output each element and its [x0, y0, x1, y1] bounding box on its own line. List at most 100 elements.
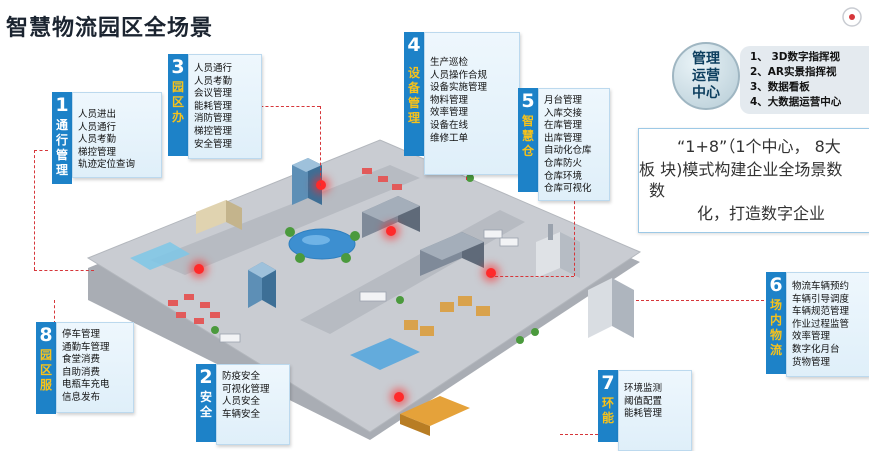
- module-3-tab: 3 园区办: [168, 54, 188, 156]
- module-2-panel: 防疫安全 可视化管理 人员安全 车辆安全: [216, 364, 290, 445]
- module-item: 梯控管理: [194, 125, 233, 137]
- building-warehouse-a: [362, 196, 420, 238]
- hotspot-2[interactable]: [386, 226, 396, 236]
- connector-1b: [34, 150, 35, 270]
- connector-5b: [490, 276, 574, 277]
- hotspot-3[interactable]: [486, 268, 496, 278]
- module-6-tab: 6 场内物流: [766, 272, 786, 374]
- connector-3b: [320, 106, 321, 186]
- module-item: 作业过程监管: [792, 318, 850, 330]
- module-item: 人员进出: [78, 109, 117, 120]
- module-item: 阈值配置: [624, 395, 663, 407]
- module-item: 效率管理: [792, 331, 831, 343]
- vehicles: [219, 229, 519, 343]
- module-4[interactable]: 4 设备管理 生产巡检 人员操作合规 设备实施管理 物料管理 效率管理 设备在线…: [404, 32, 520, 175]
- module-number: 2: [199, 366, 213, 388]
- pond-highlight: [302, 235, 330, 245]
- building-gate: [196, 200, 242, 234]
- module-number: 3: [171, 56, 185, 78]
- module-label: 园区办: [171, 80, 184, 124]
- concept-line: 数: [649, 181, 666, 200]
- module-item: 防疫安全: [222, 371, 261, 382]
- module-4-tab: 4 设备管理: [404, 32, 424, 156]
- concept-line: 板 块)模式构建企业全场景数: [639, 160, 843, 179]
- management-center-line: 运营: [692, 67, 720, 84]
- module-item: 入库交接: [544, 107, 583, 119]
- module-2[interactable]: 2 安全 防疫安全 可视化管理 人员安全 车辆安全: [196, 364, 290, 445]
- module-item: 车辆安全: [222, 408, 261, 420]
- module-item: 车辆规范管理: [792, 306, 850, 318]
- module-item: 能耗管理: [624, 408, 663, 420]
- module-6[interactable]: 6 场内物流 物流车辆预约 车辆引导调度 车辆规范管理 作业过程监管 效率管理 …: [766, 272, 869, 377]
- module-3-panel: 人员通行 人员考勤 会议管理 能耗管理 消防管理 梯控管理 安全管理: [188, 54, 262, 159]
- module-item: 通勤车管理: [62, 341, 110, 353]
- module-7-tab: 7 环能: [598, 370, 618, 442]
- module-item: 人员考勤: [78, 134, 117, 146]
- module-item: 环境监测: [624, 383, 663, 394]
- concept-text-box: “1+8”（1个中心， 8大 板 块)模式构建企业全场景数 数 化，打造数字企业: [638, 128, 869, 233]
- warehouse-orange-side: [400, 414, 430, 436]
- road-main: [150, 165, 420, 275]
- module-item: 在库管理: [544, 120, 583, 132]
- module-item: 人员通行: [78, 121, 117, 133]
- module-label: 智慧仓: [521, 114, 534, 158]
- module-item: 电瓶车充电: [62, 379, 110, 391]
- module-item: 数字化月台: [792, 343, 840, 355]
- connector-3: [250, 106, 320, 107]
- module-item: 轨迹定位查询: [78, 159, 136, 171]
- connector-7: [560, 434, 598, 435]
- module-2-tab: 2 安全: [196, 364, 216, 442]
- management-item: 3、数据看板: [750, 81, 810, 93]
- module-1-tab: 1 通行管理: [52, 92, 72, 184]
- building-tower-b: [248, 262, 276, 308]
- parked-cars: [168, 168, 402, 324]
- goods-area: [404, 296, 490, 336]
- module-6-panel: 物流车辆预约 车辆引导调度 车辆规范管理 作业过程监管 效率管理 数字化月台 货…: [786, 272, 869, 377]
- management-center-circle: 管理 运营 中心: [672, 42, 740, 110]
- building-warehouse-b: [420, 232, 484, 276]
- module-item: 物料管理: [430, 94, 469, 106]
- module-label: 场内物流: [769, 298, 782, 357]
- building-office-right: [588, 278, 634, 338]
- module-1[interactable]: 1 通行管理 人员进出 人员通行 人员考勤 梯控管理 轨迹定位查询: [52, 92, 162, 184]
- module-item: 物流车辆预约: [792, 281, 850, 292]
- building-factory: [536, 224, 580, 278]
- module-label: 环能: [601, 396, 614, 425]
- module-7[interactable]: 7 环能 环境监测 阈值配置 能耗管理: [598, 370, 692, 451]
- module-3[interactable]: 3 园区办 人员通行 人员考勤 会议管理 能耗管理 消防管理 梯控管理 安全管理: [168, 54, 262, 159]
- module-8[interactable]: 8 园区服 停车管理 通勤车管理 食堂消费 自助消费 电瓶车充电 信息发布: [36, 322, 134, 414]
- module-item: 生产巡检: [430, 57, 469, 68]
- module-item: 人员考勤: [194, 75, 233, 87]
- module-item: 食堂消费: [62, 354, 101, 366]
- logo-icon: [842, 7, 862, 27]
- module-4-panel: 生产巡检 人员操作合规 设备实施管理 物料管理 效率管理 设备在线 维修工单: [424, 32, 520, 175]
- management-item: 4、大数据运营中心: [750, 96, 842, 108]
- module-5[interactable]: 5 智慧仓 月台管理 入库交接 在库管理 出库管理 自动化仓库 仓库防火 仓库环…: [518, 88, 610, 201]
- module-label: 园区服: [39, 348, 52, 392]
- solar-panels: [130, 242, 190, 270]
- module-item: 仓库可视化: [544, 183, 592, 195]
- hotspot-4[interactable]: [194, 264, 204, 274]
- module-7-panel: 环境监测 阈值配置 能耗管理: [618, 370, 692, 451]
- module-item: 人员通行: [194, 63, 233, 74]
- hotspot-1[interactable]: [316, 180, 326, 190]
- concept-line: “1+8”（1个中心， 8大: [677, 137, 841, 156]
- module-item: 自动化仓库: [544, 145, 592, 157]
- management-center-list: 1、 3D数字指挥视 2、AR实景指挥视 3、数据看板 4、大数据运营中心: [740, 46, 869, 114]
- management-item: 1、 3D数字指挥视: [750, 51, 840, 63]
- module-number: 8: [39, 324, 53, 346]
- module-8-panel: 停车管理 通勤车管理 食堂消费 自助消费 电瓶车充电 信息发布: [56, 322, 134, 413]
- page-title: 智慧物流园区全场景: [6, 16, 214, 41]
- module-item: 消防管理: [194, 113, 233, 125]
- module-number: 5: [521, 90, 535, 112]
- hotspot-5[interactable]: [394, 392, 404, 402]
- module-item: 安全管理: [194, 138, 233, 150]
- module-item: 人员安全: [222, 396, 261, 408]
- module-number: 7: [601, 372, 615, 394]
- module-item: 货物管理: [792, 356, 831, 368]
- module-item: 仓库防火: [544, 157, 583, 169]
- module-5-tab: 5 智慧仓: [518, 88, 538, 192]
- module-5-panel: 月台管理 入库交接 在库管理 出库管理 自动化仓库 仓库防火 仓库环境 仓库可视…: [538, 88, 610, 201]
- module-item: 仓库环境: [544, 170, 583, 182]
- module-label: 设备管理: [407, 66, 420, 125]
